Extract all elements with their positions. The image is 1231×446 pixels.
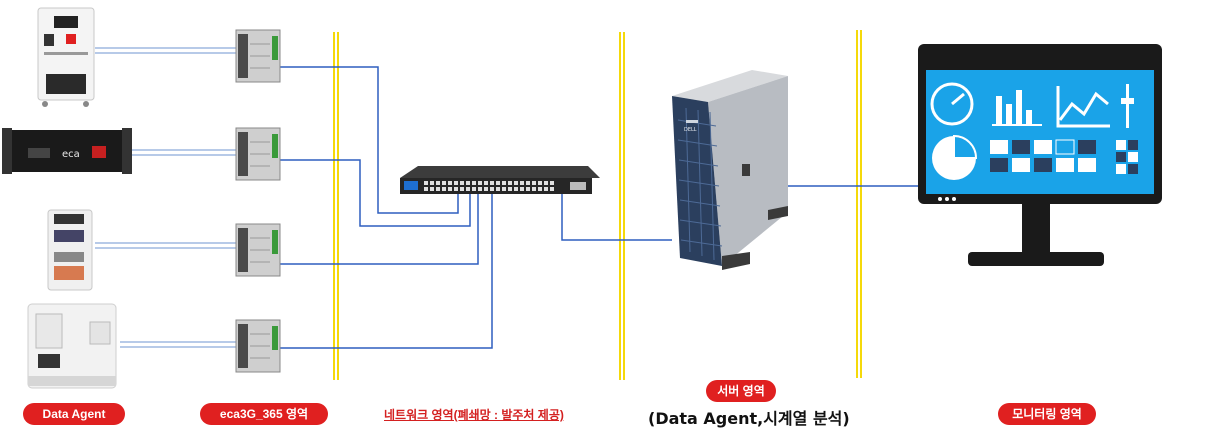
network-zone-label: 네트워크 영역(폐쇄망 : 발주처 제공) <box>384 408 564 422</box>
tile-grid-widget <box>990 139 1138 174</box>
tower-server: DELL <box>672 70 788 270</box>
data-agent-device-1 <box>37 7 95 107</box>
server-zone-subtitle: (Data Agent,시계열 분석) <box>648 409 850 428</box>
gauge-widget <box>930 82 974 126</box>
data-agent-device-4 <box>27 303 117 389</box>
server-brand-label: DELL <box>684 127 697 133</box>
zone-separator-3 <box>856 30 862 378</box>
eca-device-3 <box>235 223 281 277</box>
zone-separator-1 <box>333 32 339 380</box>
data-agent-label: Data Agent <box>23 403 125 425</box>
bar-chart-widget <box>992 90 1042 126</box>
eca-device-1 <box>235 29 281 83</box>
data-agent-device-2: eca <box>2 128 132 174</box>
rack-brand-label: eca <box>62 149 80 160</box>
monitoring-zone-label: 모니터링 영역 <box>998 403 1096 425</box>
monitor <box>918 44 1162 266</box>
network-switch <box>400 166 600 194</box>
slider-widget <box>1121 84 1134 128</box>
agent-links <box>95 47 236 348</box>
eca-device-4 <box>235 319 281 373</box>
eca-device-2 <box>235 127 281 181</box>
pie-widget <box>932 134 978 180</box>
line-chart-widget <box>1056 86 1110 128</box>
eca-zone-label: eca3G_365 영역 <box>200 403 328 425</box>
server-zone-label: 서버 영역 <box>706 380 776 402</box>
switch-links <box>280 66 918 349</box>
data-agent-device-3 <box>47 209 93 291</box>
zone-separator-2 <box>619 32 625 380</box>
